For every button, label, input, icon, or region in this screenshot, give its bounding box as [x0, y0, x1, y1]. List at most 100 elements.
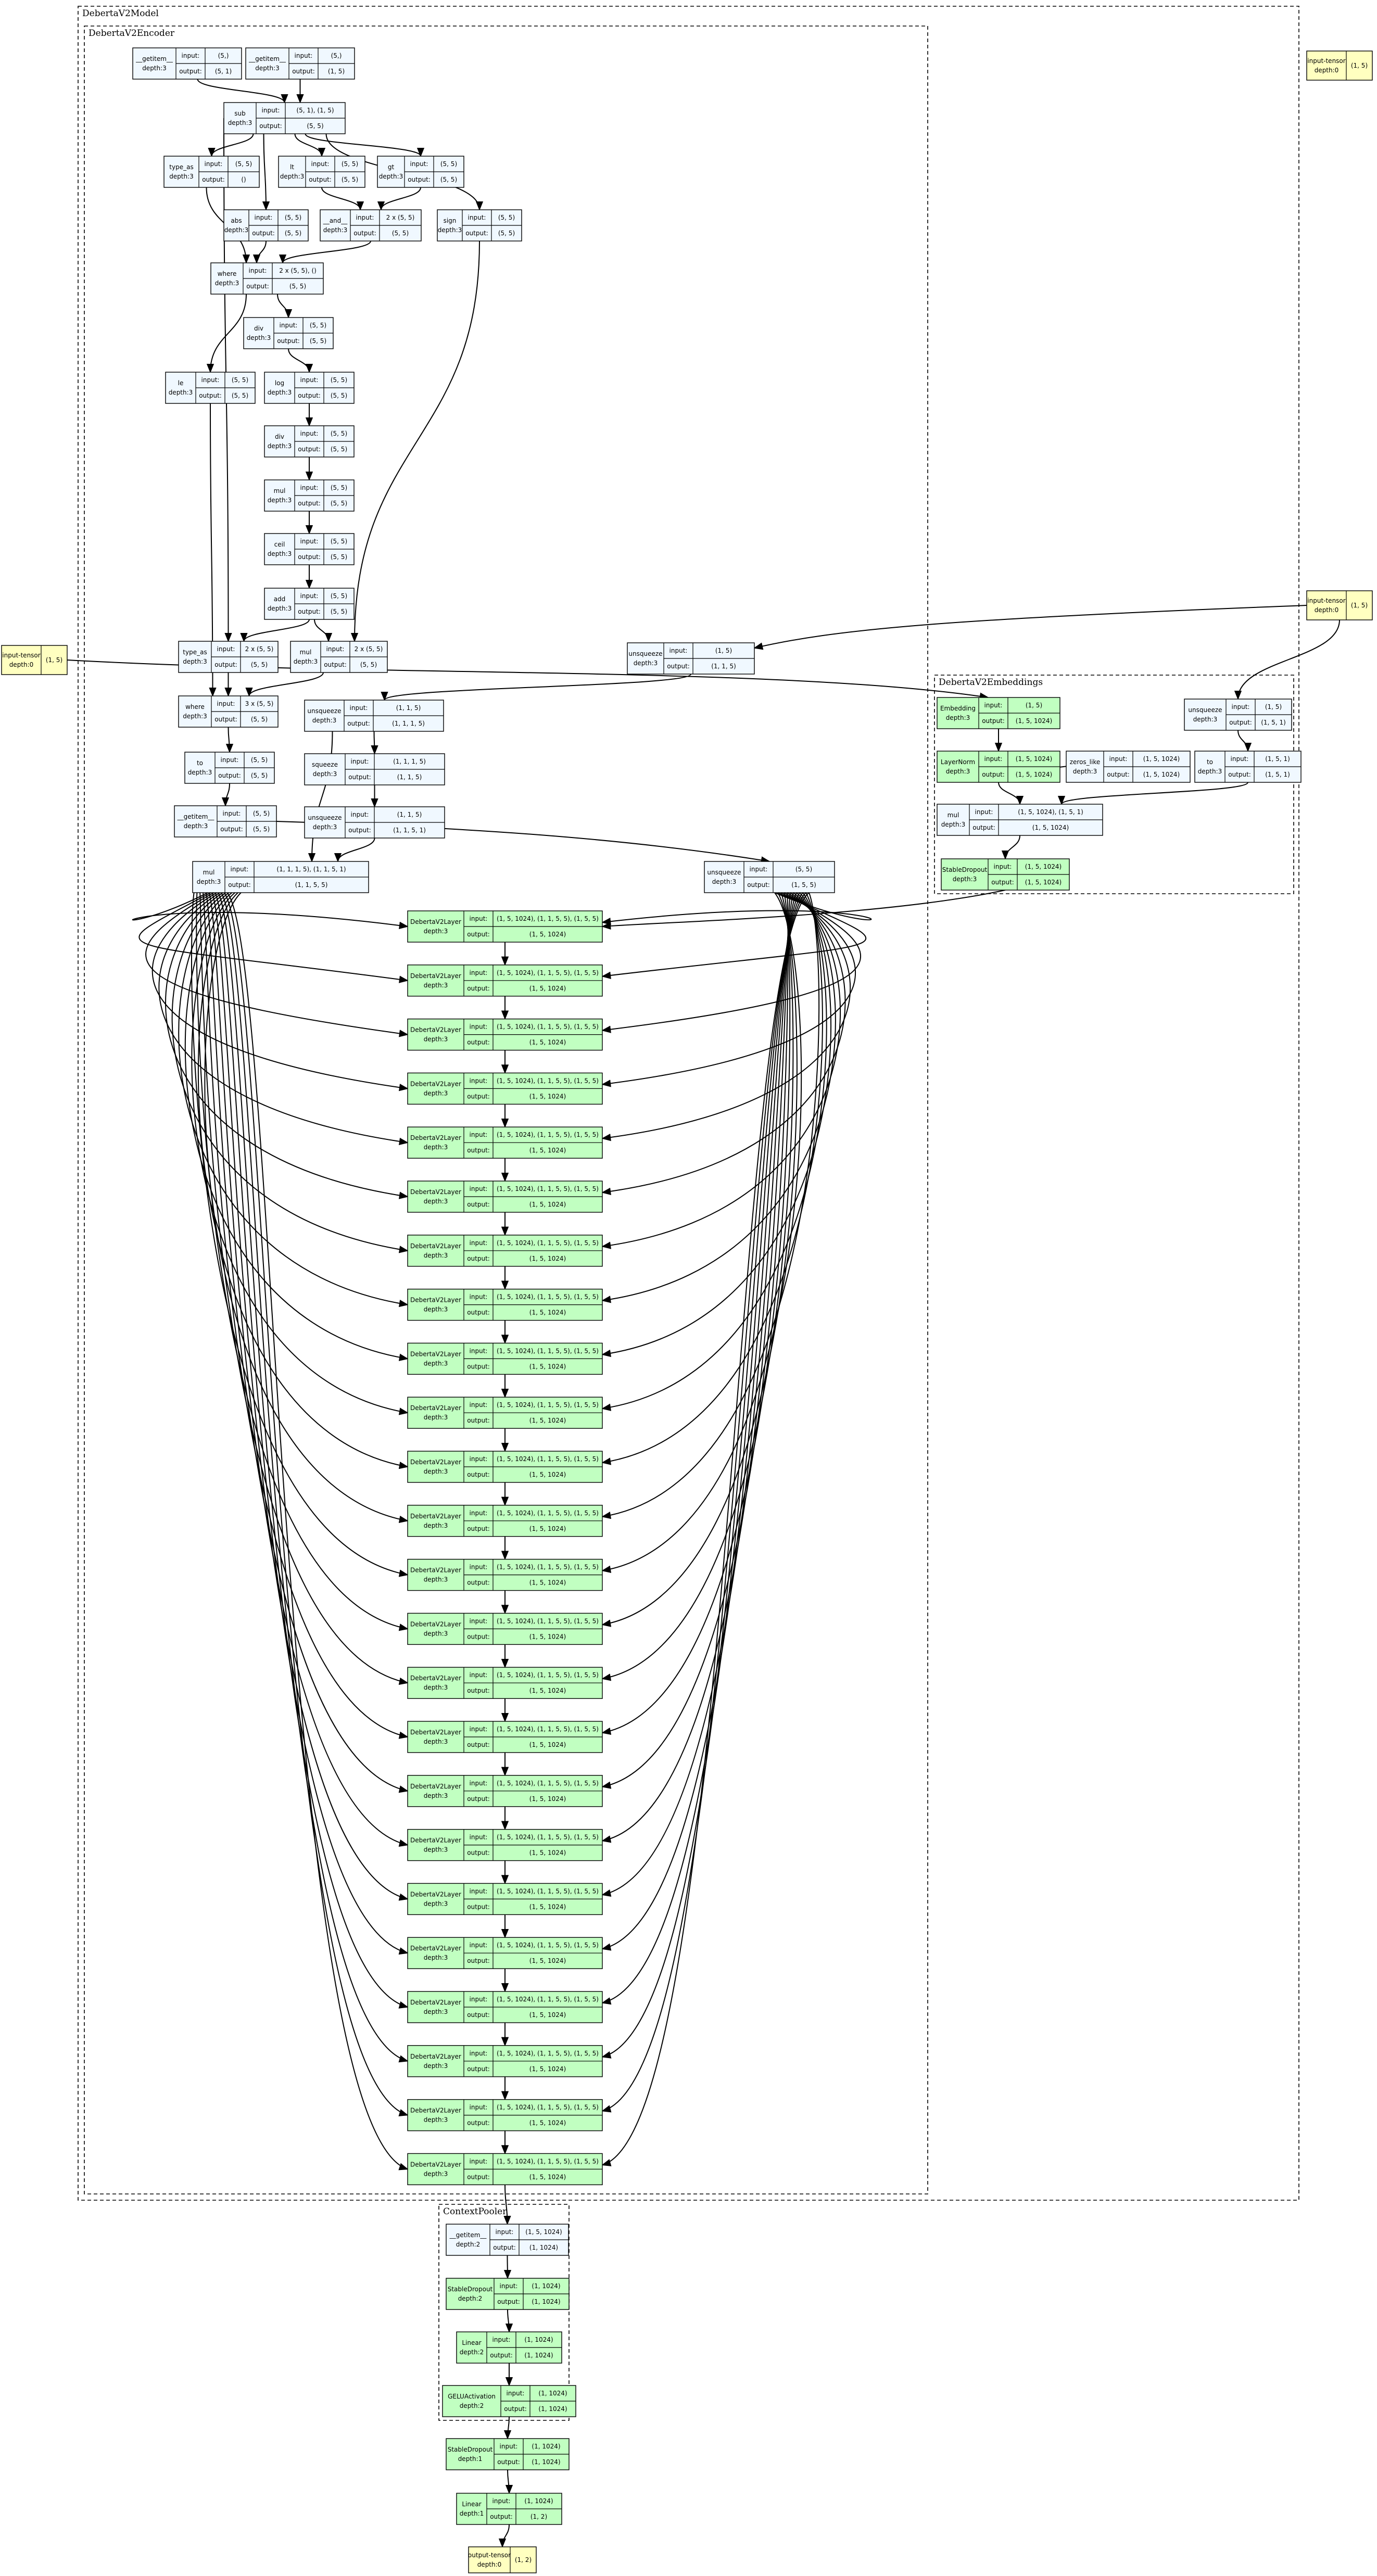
- node-depth-label: depth:2: [458, 2295, 483, 2302]
- output-port-label: output:: [467, 1255, 490, 1262]
- node-name-label: DebertaV2Layer: [410, 1080, 461, 1087]
- node-name-label: DebertaV2Layer: [410, 1837, 461, 1844]
- input-shape-value: (1, 1, 1, 5), (1, 1, 5, 1): [276, 866, 346, 873]
- node-depth-label: depth:3: [268, 389, 292, 396]
- input-port-label: input:: [410, 160, 428, 168]
- output-port-label: output:: [1228, 771, 1251, 778]
- output-port-label: output:: [467, 1309, 490, 1316]
- edge: [601, 892, 806, 2113]
- output-port-label: output:: [467, 2011, 490, 2019]
- node-depth-label: depth:3: [424, 1036, 448, 1043]
- node-depth-label: depth:3: [169, 389, 193, 396]
- output-shape-value: (5, 1): [215, 68, 232, 75]
- input-port-label: input:: [280, 322, 298, 329]
- input-shape-value: (1, 5, 1024), (1, 1, 5, 5), (1, 5, 5): [497, 1293, 599, 1301]
- input-shape-value: (5, 5): [440, 160, 457, 168]
- edge: [601, 892, 802, 1573]
- node-depth-label: depth:3: [379, 173, 403, 180]
- node-name-label: type_as: [183, 649, 207, 656]
- input-shape-value: (1, 5, 1024), (1, 1, 5, 5), (1, 5, 5): [497, 1077, 599, 1084]
- edge: [220, 892, 409, 2063]
- output-port-label: output:: [467, 1741, 490, 1748]
- node-name-label: to: [1207, 758, 1213, 766]
- input-shape-value: (1, 5, 1024): [525, 2228, 562, 2236]
- edge: [221, 783, 230, 807]
- input-port-label: input:: [300, 376, 319, 384]
- node-name-label: DebertaV2Layer: [410, 1297, 461, 1304]
- edge: [601, 892, 827, 1411]
- output-port-label: output:: [490, 2513, 513, 2520]
- output-port-label: output:: [467, 1903, 490, 1910]
- edge: [305, 133, 425, 157]
- edge: [1234, 619, 1340, 700]
- output-port-label: output:: [467, 1579, 490, 1587]
- input-shape-value: (5, 5): [331, 592, 347, 600]
- output-shape-value: (1, 1024): [529, 2244, 558, 2251]
- output-shape-value: (5, 5): [331, 608, 347, 615]
- edge: [601, 892, 803, 2059]
- output-port-label: output:: [214, 716, 237, 723]
- node-name-label: gt: [388, 163, 395, 171]
- output-port-label: output:: [982, 717, 1005, 725]
- output-port-label: output:: [348, 773, 371, 781]
- edge: [294, 133, 326, 157]
- input-port-label: input:: [470, 1725, 488, 1733]
- output-shape-value: (1, 5, 1024): [529, 1579, 566, 1587]
- input-shape-value: (5, 5): [795, 866, 812, 873]
- node-depth-label: depth:3: [280, 173, 305, 180]
- edge: [151, 892, 409, 1092]
- output-port-label: output:: [228, 881, 251, 889]
- node-depth-label: depth:1: [458, 2455, 483, 2463]
- node-name-label: DebertaV2Layer: [410, 2107, 461, 2114]
- node-name-label: mul: [948, 811, 959, 819]
- node-depth-label: depth:3: [268, 497, 292, 504]
- output-shape-value: (1, 5, 1024): [1032, 824, 1069, 831]
- input-shape-value: (1, 1024): [524, 2336, 553, 2343]
- edge: [314, 619, 333, 642]
- output-port-label: output:: [252, 230, 275, 237]
- input-shape-value: 2 x (5, 5), (): [279, 267, 317, 274]
- output-shape-value: (1, 5, 1024): [529, 1957, 566, 1964]
- output-shape-value: (1, 5, 1024): [529, 1525, 566, 1532]
- output-port-label: output:: [347, 720, 370, 727]
- node-depth-label: depth:3: [169, 173, 194, 180]
- output-port-label: output:: [667, 663, 690, 670]
- edge: [601, 892, 798, 1627]
- edge: [225, 727, 234, 753]
- node-name-label: Embedding: [940, 705, 976, 712]
- output-port-label: output:: [467, 1039, 490, 1046]
- node-depth-label: depth:3: [1193, 716, 1218, 723]
- node-name-label: zeros_like: [1070, 758, 1101, 766]
- node-depth-label: depth:3: [255, 65, 280, 72]
- output-shape-value: (1, 5, 1024): [529, 2011, 566, 2019]
- cluster-embeddings-label: DebertaV2Embeddings: [939, 677, 1043, 688]
- output-shape-value: (1, 1, 5, 5): [295, 881, 328, 889]
- output-port-label: output:: [298, 446, 321, 453]
- node-depth-label: depth:2: [456, 2241, 481, 2248]
- edge: [199, 892, 409, 1685]
- node-name-label: DebertaV2Layer: [410, 918, 461, 925]
- input-port-label: input:: [1109, 755, 1128, 763]
- node-depth-label: depth:3: [268, 605, 292, 612]
- edge: [218, 892, 409, 2009]
- input-port-label: input:: [182, 52, 200, 59]
- output-shape-value: (1, 5, 1024): [529, 1255, 566, 1262]
- output-port-label: output:: [218, 772, 241, 779]
- output-port-label: output:: [179, 68, 202, 75]
- node-depth-label: depth:3: [424, 2116, 448, 2124]
- input-shape-value: (5, 5): [342, 160, 358, 168]
- edge: [505, 2469, 513, 2494]
- edge: [197, 79, 288, 104]
- node-name-label: div: [254, 325, 263, 332]
- edge: [132, 892, 409, 930]
